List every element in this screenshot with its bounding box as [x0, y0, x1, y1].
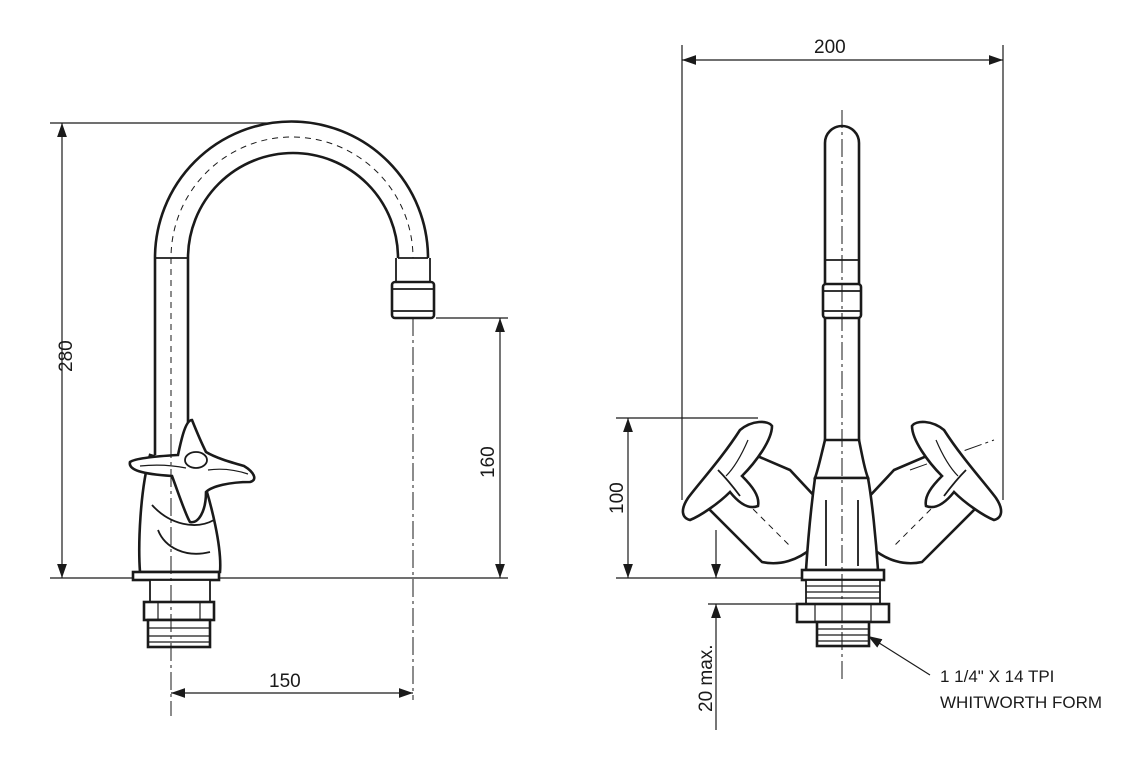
dim-outlet-height: 160	[478, 446, 499, 478]
dim-width: 200	[814, 37, 846, 58]
side-view: 280 160 150	[50, 120, 508, 716]
dim-height-total: 280	[56, 340, 77, 372]
thread-note-line2: WHITWORTH FORM	[940, 693, 1102, 712]
dim-reach: 150	[269, 671, 301, 692]
dim-handle-height: 100	[607, 482, 628, 514]
front-view: 200 100 20 max.	[607, 37, 1102, 730]
dim-shank: 20 max.	[696, 644, 717, 712]
thread-note-line1: 1 1/4" X 14 TPI	[940, 667, 1054, 686]
